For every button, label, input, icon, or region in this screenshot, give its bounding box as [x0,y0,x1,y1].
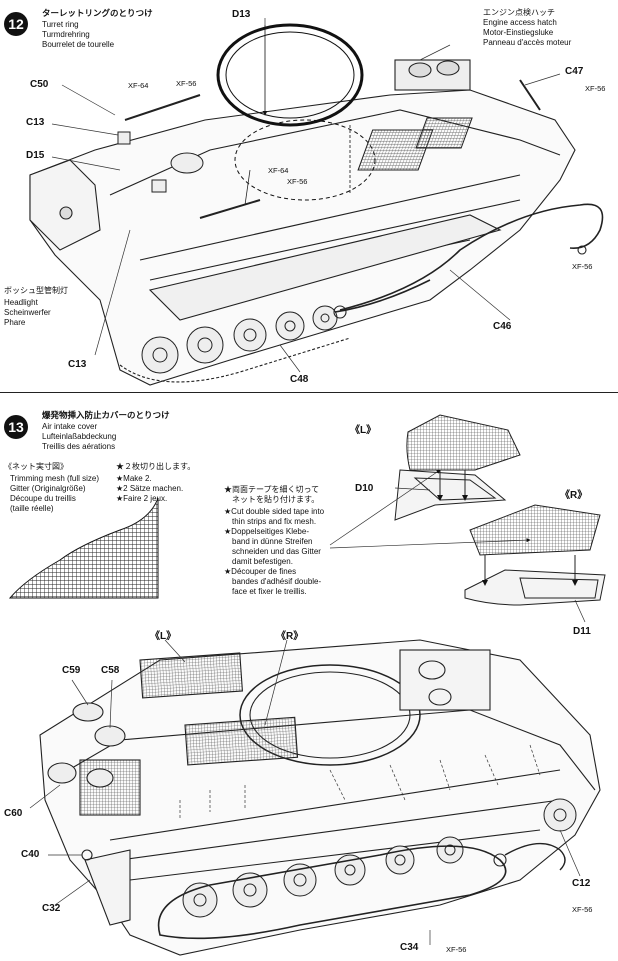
headlight-caption-de: Scheinwerfer [4,308,51,317]
step12-hull-drawing [29,59,604,386]
step12-leaders [51,18,561,373]
part-label-c40: C40 [21,849,40,860]
tape-note-jp1: ★両面テープを細く切って [224,485,320,494]
step13-title-fr: Treillis des aérations [42,442,116,451]
tape-note-fr1: ★Découper de fines [224,567,297,576]
turret-ring-d13 [216,23,376,201]
part-label-c48: C48 [290,374,309,385]
headlight-caption-jp: ボッシュ型管制灯 [4,286,68,295]
mesh-caption-en: Trimming mesh (full size) [10,474,100,483]
paint-xf56-c12: XF-56 [572,905,593,914]
tape-note-de4: damit befestigen. [232,557,293,566]
paint-xf56-c47: XF-56 [585,84,606,93]
hatch-caption-jp: エンジン点検ハッチ [483,8,555,17]
part-label-c46: C46 [493,321,512,332]
step-number-13: 13 [4,415,28,439]
paint-xf56-c34: XF-56 [446,945,467,954]
side-label-l-top: 《L》 [350,425,377,436]
step12-small-parts [117,79,541,219]
step13-hull-drawing [39,639,601,956]
part-label-d11: D11 [573,626,591,637]
paint-xf56-cable: XF-56 [572,262,593,271]
tape-note-jp2: ネットを貼り付けます。 [232,495,320,504]
cover-r-exploded [464,504,606,606]
part-label-d10: D10 [355,483,374,494]
cover-l-exploded [394,414,521,521]
paint-xf56-rail: XF-56 [287,177,308,186]
headlight-caption-fr: Phare [4,318,26,327]
step13-arrows [179,744,541,820]
headlight-caption-en: Headlight [4,298,38,307]
part-label-c34: C34 [400,942,419,953]
step12-title-en: Turret ring [42,20,79,29]
tape-note-fr3: face et fixer le treillis. [232,587,307,596]
step-number-12: 12 [4,12,28,36]
step12-title-de: Turmdrehring [42,30,90,39]
step13-title-jp: 爆発物挿入防止カバーのとりつけ [42,410,170,420]
part-label-c32: C32 [42,903,61,914]
part-label-d13: D13 [232,9,251,20]
mesh-caption-jp: 《ネット実寸図》 [4,462,68,471]
tape-note-de1: ★Doppelseitiges Klebe- [224,527,309,536]
part-label-c13-top: C13 [26,117,45,128]
part-label-c47: C47 [565,66,584,77]
tape-note-fr2: bandes d'adhésif double- [232,577,322,586]
step12-title-jp: ターレットリングのとりつけ [42,8,153,18]
part-label-c60: C60 [4,808,23,819]
step13-title-de: Lufteinlaßabdeckung [42,432,117,441]
part-label-c13-bottom: C13 [68,359,87,370]
mesh-caption-fr: Découpe du treillis [10,494,76,503]
part-label-c59: C59 [62,665,81,676]
step13-title-en: Air intake cover [42,422,98,431]
trimming-mesh-full-size [8,497,159,599]
tape-note-de3: schneiden und das Gitter [232,547,321,556]
tape-note-de2: band in dünne Streifen [232,537,313,546]
mesh-caption-fr2: (taille réelle) [10,504,54,513]
part-label-c12: C12 [572,878,591,889]
tape-note-en2: thin strips and fix mesh. [232,517,317,526]
part-label-c50: C50 [30,79,49,90]
hatch-caption-en: Engine access hatch [483,18,557,27]
make-note-en: ★Make 2. [116,474,152,483]
step12-title-fr: Bourrelet de tourelle [42,40,115,49]
part-label-c58: C58 [101,665,120,676]
side-label-l-hull: 《L》 [150,631,177,642]
paint-xf56-c50: XF-56 [176,79,197,88]
tape-note-en1: ★Cut double sided tape into [224,507,325,516]
hatch-caption-fr: Panneau d'accès moteur [483,38,572,47]
mesh-arrows [329,469,586,623]
mesh-caption-de: Gitter (Originalgröße) [10,484,86,493]
make-note-jp: ★２枚切り出します。 [116,462,196,471]
section-divider [0,392,618,393]
make-note-de: ★2 Sätze machen. [116,484,184,493]
paint-xf64-c50: XF-64 [128,81,149,90]
hatch-caption-de: Motor-Einstiegsluke [483,28,554,37]
make-note-fr: ★Faire 2 jeux. [116,494,168,503]
paint-xf64-rail: XF-64 [268,166,289,175]
part-label-d15: D15 [26,150,45,161]
side-label-r-top: 《R》 [560,490,588,501]
step13-leaders [29,639,581,945]
side-label-r-hull: 《R》 [276,631,304,642]
